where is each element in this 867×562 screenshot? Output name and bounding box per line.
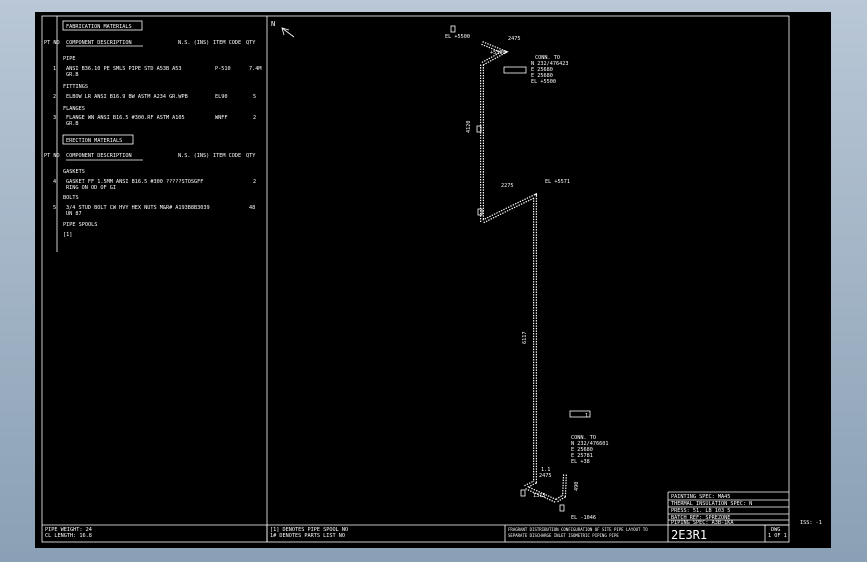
- flange-bottom: [569, 410, 591, 418]
- bolt-row-desc2: UN 87: [66, 211, 82, 217]
- ns-header: N.S. (INS): [178, 40, 209, 46]
- qty-header: QTY: [246, 40, 256, 46]
- top-elevation: EL +5500: [445, 34, 470, 40]
- pipe-row-desc: ANSI B36.10 PE SMLS PIPE STD A53B A53: [66, 66, 182, 72]
- gasket-row-no: 4: [53, 179, 56, 185]
- gasket-row-desc2: RING ON OD OF GI: [66, 185, 116, 191]
- erection-heading: ERECTION MATERIALS: [66, 138, 122, 144]
- item-code-header-2: ITEM CODE: [213, 153, 241, 159]
- piping-spec: PIPING SPEC: A3B-1KA: [671, 520, 734, 526]
- flange-row-desc: FLANGE WN ANSI B16.5 #300.RF ASTM A105: [66, 115, 185, 121]
- bottom-elevation: EL -1046: [571, 515, 596, 521]
- tag-flange: 1: [585, 413, 588, 419]
- header-cols: FRAGRANT DISTRIBUTION CONFIGURATION OF S…: [508, 527, 648, 532]
- gasket-row-qty: 2: [253, 179, 256, 185]
- flange-row-no: 3: [53, 115, 56, 121]
- flange-row-code: WNFF: [215, 115, 228, 121]
- bill-of-materials: FABRICATION MATERIALS PT NO COMPONENT DE…: [44, 20, 262, 238]
- drawing-sheet: FABRICATION MATERIALS PT NO COMPONENT DE…: [35, 12, 831, 548]
- flanges-heading: FLANGES: [63, 106, 85, 112]
- pipe-spools-heading: PIPE SPOOLS: [63, 222, 97, 228]
- pipe-spool-item: [1]: [63, 232, 72, 238]
- conn-bottom-n: N 232/476601: [571, 441, 608, 447]
- bolt-row-desc: 3/4 STUD BOLT CW HVY HEX NUTS M&R# A193B…: [66, 205, 210, 211]
- isometric-drawing: FABRICATION MATERIALS PT NO COMPONENT DE…: [41, 15, 822, 543]
- ns-header-2: N.S. (INS): [178, 153, 209, 159]
- pipe-row-desc2: GR.B: [66, 72, 79, 78]
- conn-top: CONN. TO: [535, 55, 560, 61]
- pressure-temp: PRESS: 51. LB 103 5: [671, 508, 730, 514]
- pipe-row-qty: 7.4M: [249, 66, 262, 72]
- pipe-route: [480, 41, 567, 504]
- mid-elevation: EL +5571: [545, 179, 570, 185]
- pipe-row-no: 1: [53, 66, 56, 72]
- fitting-row-no: 2: [53, 94, 56, 100]
- conn-bottom-el: EL +38: [571, 459, 590, 465]
- spool-tag-top: [450, 25, 456, 33]
- fittings-heading: FITTINGS: [63, 84, 88, 90]
- note-parts: 1# DENOTES PARTS LIST NO: [270, 533, 345, 539]
- conn-bottom-e: E 25680: [571, 447, 593, 453]
- fitting-row-qty: 5: [253, 94, 256, 100]
- bolt-row-no: 5: [53, 205, 56, 211]
- gaskets-heading: GASKETS: [63, 169, 85, 175]
- conn-top-e: E 25680: [531, 67, 553, 73]
- cl-length: CL LENGTH: 16.8: [45, 533, 92, 539]
- north-arrow: N: [271, 20, 295, 38]
- component-description-header: COMPONENT DESCRIPTION: [66, 40, 132, 46]
- bolt-row-qty: 48: [249, 205, 255, 211]
- bolts-heading: BOLTS: [63, 195, 79, 201]
- batch-ref: BATCH REF: SPREZONE: [671, 515, 730, 521]
- fitting-row-code: EL90: [215, 94, 228, 100]
- conn-bottom: CONN. TO: [571, 435, 596, 441]
- dim-vert1: 4120: [466, 121, 472, 134]
- pipe-row-code: P-510: [215, 66, 231, 72]
- title-block: PAINTING SPEC: MA45 THERMAL INSULATION S…: [508, 494, 789, 542]
- item-code-header: ITEM CODE: [213, 40, 241, 46]
- dim-bottom-2: 490: [574, 482, 580, 491]
- component-markers: [450, 25, 591, 512]
- header-cols-2: SEPARATE DISCHARGE INLET ISOMETRIC PIPIN…: [508, 533, 619, 538]
- component-description-header-2: COMPONENT DESCRIPTION: [66, 153, 132, 159]
- sheet-border: [41, 15, 790, 543]
- flange-row-desc2: GR.B: [66, 121, 79, 127]
- issue-label: ISS: -1: [800, 520, 822, 526]
- pipe-heading: PIPE: [63, 56, 76, 62]
- flange-row-qty: 2: [253, 115, 256, 121]
- insulation-spec: THERMAL INSULATION SPEC: N: [671, 501, 752, 507]
- dim-bottom-3: 1315: [533, 493, 546, 499]
- conn-top-e2: E 25680: [531, 73, 553, 79]
- dim-bottom-1: 2475: [539, 473, 552, 479]
- painting-spec: PAINTING SPEC: MA45: [671, 494, 730, 500]
- conn-top-n: N 232/476423: [531, 61, 568, 67]
- flange-top: [503, 66, 527, 74]
- conn-bottom-e2: E 25781: [571, 453, 593, 459]
- fitting-row-desc: ELBOW LR ANSI B16.9 BW ASTM A234 GR.WPB: [66, 94, 188, 100]
- qty-header-2: QTY: [246, 153, 256, 159]
- gasket-row-desc: GASKET FF 1.5MM ANSI B16.5 #300 ?????STO…: [66, 179, 203, 185]
- dwg-label: DWG: [771, 527, 780, 533]
- spool-tag-bottom: [559, 504, 565, 512]
- annotations: EL +5500 2475 +5500 CONN. TO N 232/47642…: [445, 34, 608, 521]
- note-spool: [1] DENOTES PIPE SPOOL NO: [270, 527, 348, 533]
- north-label: N: [271, 20, 275, 28]
- dim-top: 2475: [508, 36, 521, 42]
- pt-no-header: PT NO: [44, 40, 60, 46]
- tag-bottom: 1.1: [541, 467, 550, 473]
- conn-top-el: EL +5500: [531, 79, 556, 85]
- dwg-number: 1 OF 1: [768, 533, 787, 539]
- top-label: +5500: [490, 50, 506, 56]
- dim-vert2: 6117: [522, 332, 528, 345]
- fabrication-heading: FABRICATION MATERIALS: [66, 24, 132, 30]
- line-number: 2E3R1: [671, 528, 707, 542]
- pt-no-header-2: PT NO: [44, 153, 60, 159]
- pipe-weight: PIPE WEIGHT: 24: [45, 527, 92, 533]
- dim-mid: 2275: [501, 183, 514, 189]
